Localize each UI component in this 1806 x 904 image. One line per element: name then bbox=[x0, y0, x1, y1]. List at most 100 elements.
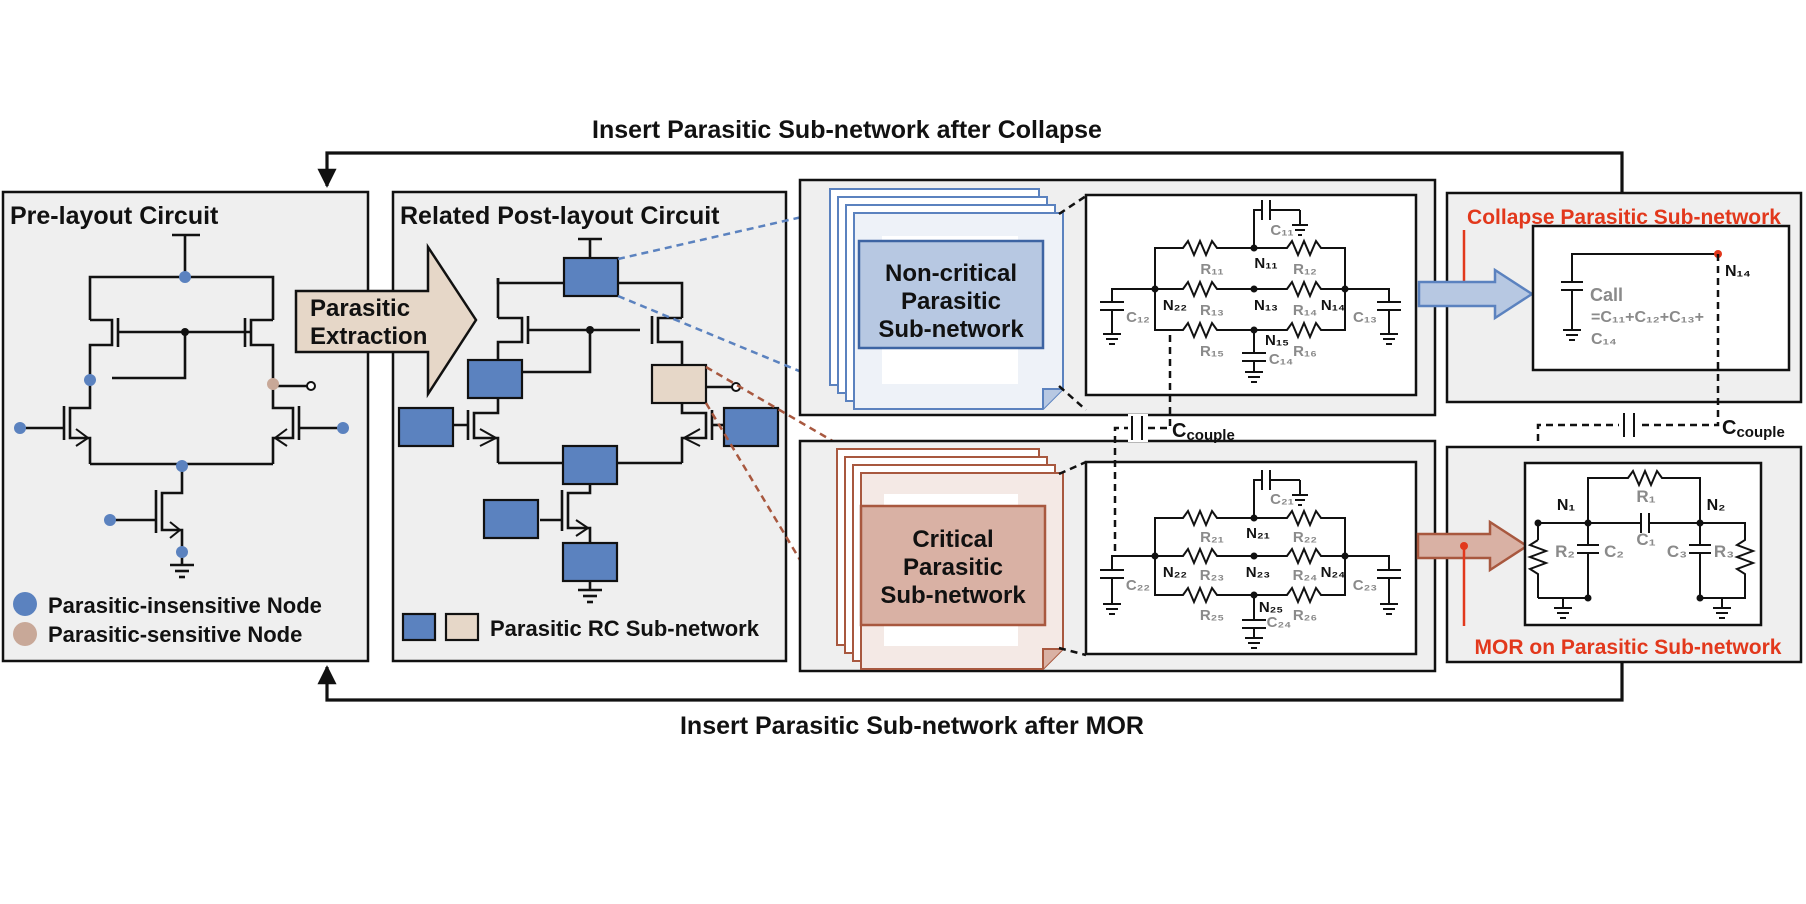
label-R26: R₂₆ bbox=[1293, 607, 1317, 624]
reduced-R3: R₃ bbox=[1714, 542, 1734, 561]
reduced-N1: N₁ bbox=[1557, 497, 1576, 514]
label-R15: R₁₅ bbox=[1200, 343, 1224, 360]
ccouple-left-main: C bbox=[1172, 420, 1186, 442]
extraction-label-line2: Extraction bbox=[310, 323, 427, 350]
reduced-network: N₁ N₂ R₁ R₂ R₃ C₁ C₂ C₃ bbox=[1523, 461, 1763, 627]
reduced-R2: R₂ bbox=[1555, 542, 1575, 561]
critical-panel: Critical Parasitic Sub-network bbox=[798, 439, 1437, 673]
pre-layout-nodes bbox=[14, 271, 349, 558]
legend-rc-label: Parasitic RC Sub-network bbox=[490, 616, 760, 641]
label-R13: R₁₃ bbox=[1200, 302, 1224, 319]
label-C14: C₁₄ bbox=[1269, 351, 1293, 368]
label-N13: N₁₃ bbox=[1254, 297, 1278, 314]
label-R23: R₂₃ bbox=[1200, 567, 1224, 584]
rc-block-sensitive bbox=[650, 363, 708, 405]
post-layout-rc-blocks bbox=[397, 256, 780, 583]
node-insensitive bbox=[104, 514, 116, 526]
reduced-C2: C₂ bbox=[1604, 542, 1624, 561]
node-sensitive bbox=[267, 378, 279, 390]
label-R11: R₁₁ bbox=[1200, 261, 1223, 278]
pre-layout-legend: Parasitic-insensitive Node Parasitic-sen… bbox=[13, 592, 322, 647]
legend-tan-block bbox=[444, 612, 480, 642]
output-terminal bbox=[306, 381, 316, 391]
reduced-C3: C₃ bbox=[1667, 542, 1687, 561]
collapsed-network: N₁₄ Call =C₁₁+C₁₂+C₁₃+ C₁₄ bbox=[1531, 224, 1791, 372]
collapsed-C14: C₁₄ bbox=[1591, 331, 1617, 348]
ccouple-right-main: C bbox=[1722, 417, 1736, 439]
critical-line2: Parasitic bbox=[903, 554, 1003, 581]
label-N15: N₁₅ bbox=[1265, 332, 1289, 349]
label-N21: N₂₁ bbox=[1246, 525, 1270, 542]
post-layout-panel: Related Post-layout Circuit Parasitic Ex… bbox=[294, 190, 788, 663]
mor-panel: MOR on Parasitic Sub-network bbox=[1416, 445, 1803, 664]
label-C23: C₂₃ bbox=[1353, 577, 1377, 594]
label-R21: R₂₁ bbox=[1200, 529, 1224, 546]
label-C21: C₂₁ bbox=[1270, 491, 1294, 508]
label-R22: R₂₂ bbox=[1293, 529, 1317, 546]
noncritical-line3: Sub-network bbox=[878, 316, 1024, 343]
critical-stack: Critical Parasitic Sub-network bbox=[836, 448, 1064, 670]
legend-sensitive-label: Parasitic-sensitive Node bbox=[48, 622, 302, 647]
reduced-R1: R₁ bbox=[1636, 487, 1655, 506]
mor-title: MOR on Parasitic Sub-network bbox=[1475, 636, 1782, 659]
rc-network-2: N₂₁ N₂₂ N₂₃ N₂₄ N₂₅ R₂₁ R₂₂ R₂₃ R₂₄ R₂₅ … bbox=[1084, 460, 1418, 656]
noncritical-line1: Non-critical bbox=[885, 260, 1017, 287]
post-layout-title: Related Post-layout Circuit bbox=[400, 202, 720, 230]
legend-sensitive-dot bbox=[13, 622, 37, 646]
label-N23: N₂₃ bbox=[1246, 564, 1270, 581]
rc-block bbox=[482, 498, 540, 540]
critical-label-box bbox=[859, 504, 1047, 627]
bottom-feedback-arrow bbox=[317, 662, 1624, 702]
critical-line3: Sub-network bbox=[880, 582, 1026, 609]
node-insensitive bbox=[337, 422, 349, 434]
node-insensitive bbox=[176, 460, 188, 472]
extraction-arrow: Parasitic Extraction bbox=[294, 242, 478, 399]
noncritical-stack: Non-critical Parasitic Sub-network bbox=[829, 188, 1064, 410]
noncritical-line2: Parasitic bbox=[901, 288, 1001, 315]
reduced-N2: N₂ bbox=[1707, 497, 1726, 514]
label-N24: N₂₄ bbox=[1321, 564, 1346, 581]
collapsed-eq: =C₁₁+C₁₂+C₁₃+ bbox=[1591, 309, 1704, 326]
extraction-label-line1: Parasitic bbox=[310, 295, 410, 322]
rc-network-1: N₁₁ N₁₃ N₁₄ N₁₅ N₂₂ R₁₁ R₁₂ R₁₃ R₁₄ R₁₅ … bbox=[1084, 193, 1418, 397]
ccouple-right-label: Ccouple bbox=[1722, 417, 1785, 441]
ccouple-left-sub: couple bbox=[1186, 427, 1234, 444]
label-N22b: N₂₂ bbox=[1163, 564, 1187, 581]
rc-block bbox=[562, 256, 620, 298]
pre-layout-panel: Pre-layout Circuit bbox=[1, 190, 370, 663]
label-R12: R₁₂ bbox=[1293, 261, 1317, 278]
rc-block bbox=[561, 444, 619, 486]
label-R14: R₁₄ bbox=[1293, 302, 1317, 319]
rc-block bbox=[722, 406, 780, 448]
reduced-C1: C₁ bbox=[1636, 530, 1655, 549]
legend-blue-block bbox=[401, 612, 437, 642]
bottom-arrow-label: Insert Parasitic Sub-network after MOR bbox=[680, 712, 1144, 740]
collapse-panel: Collapse Parasitic Sub-network N₁₄ Call … bbox=[1417, 191, 1803, 404]
label-C12: C₁₂ bbox=[1126, 309, 1150, 326]
label-C24: C₂₄ bbox=[1267, 614, 1292, 631]
collapsed-Call: Call bbox=[1590, 285, 1623, 305]
rc-block bbox=[397, 406, 455, 448]
label-R16: R₁₆ bbox=[1293, 343, 1317, 360]
top-arrow-label: Insert Parasitic Sub-network after Colla… bbox=[592, 116, 1102, 144]
coupling-capacitor-left: Ccouple bbox=[1113, 335, 1235, 556]
node-insensitive bbox=[179, 271, 191, 283]
label-C22: C₂₂ bbox=[1126, 577, 1150, 594]
node-insensitive bbox=[176, 546, 188, 558]
rc-block bbox=[561, 541, 619, 583]
post-layout-legend: Parasitic RC Sub-network bbox=[401, 612, 760, 642]
critical-line1: Critical bbox=[912, 526, 993, 553]
collapse-flow-arrow bbox=[1417, 267, 1535, 321]
label-R25: R₂₅ bbox=[1200, 607, 1224, 624]
label-R24: R₂₄ bbox=[1293, 567, 1318, 584]
noncritical-label-box bbox=[857, 239, 1045, 350]
collapse-title: Collapse Parasitic Sub-network bbox=[1467, 206, 1781, 229]
label-C13: C₁₃ bbox=[1353, 309, 1377, 326]
node-insensitive bbox=[84, 374, 96, 386]
legend-insensitive-dot bbox=[13, 592, 37, 616]
mor-flow-arrow bbox=[1416, 519, 1530, 573]
label-C11: C₁₁ bbox=[1270, 222, 1293, 239]
label-N14: N₁₄ bbox=[1321, 297, 1345, 314]
noncritical-panel: Non-critical Parasitic Sub-network bbox=[798, 178, 1437, 417]
